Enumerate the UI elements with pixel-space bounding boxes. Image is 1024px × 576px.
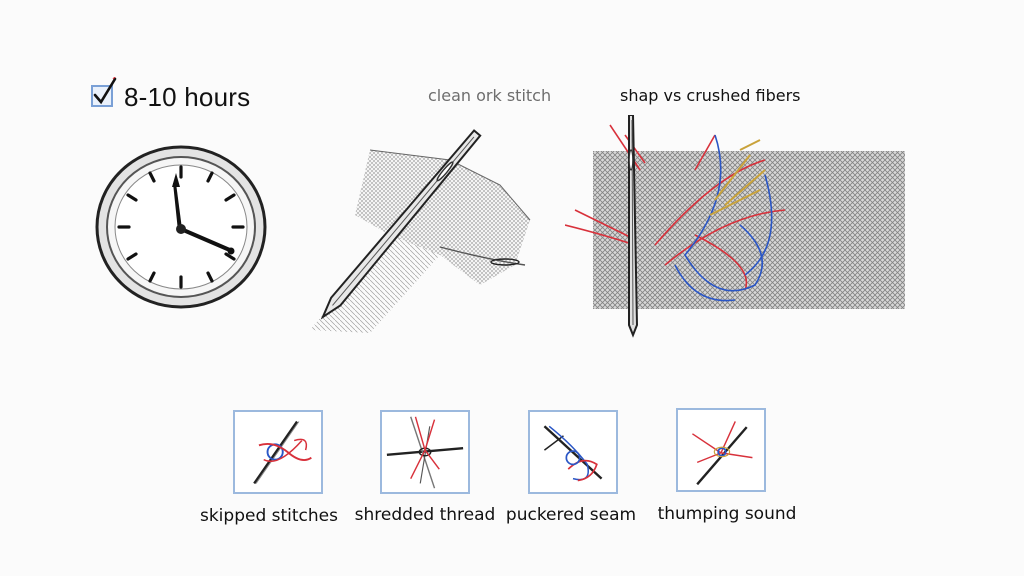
fiber-comparison-illustration: [564, 114, 915, 340]
checkbox-icon: [91, 76, 117, 109]
symptom-tile-shredded: [380, 410, 470, 494]
duration-headline: 8-10 hours: [91, 76, 251, 113]
puckered-seam-icon: [543, 425, 603, 482]
duration-text: 8-10 hours: [124, 82, 251, 112]
skipped-stitch-icon: [253, 420, 312, 485]
symptom-tile-thumping: [676, 408, 766, 492]
symptom-label-thumping: thumping sound: [657, 504, 797, 524]
symptom-label-shredded: shredded thread: [354, 505, 496, 525]
fiber-comparison-caption: shap vs crushed fibers: [620, 86, 801, 105]
shredded-thread-icon: [386, 416, 464, 489]
symptom-label-skipped: skipped stitches: [199, 506, 338, 526]
clean-stitch-caption: clean ork stitch: [428, 86, 552, 105]
clock-icon: [92, 143, 270, 311]
clean-stitch-illustration: [300, 115, 540, 335]
symptom-tile-skipped: [233, 410, 323, 494]
symptom-label-puckered: puckered seam: [505, 505, 637, 525]
thumping-needle-icon: [692, 421, 753, 486]
symptom-tile-puckered: [528, 410, 618, 494]
